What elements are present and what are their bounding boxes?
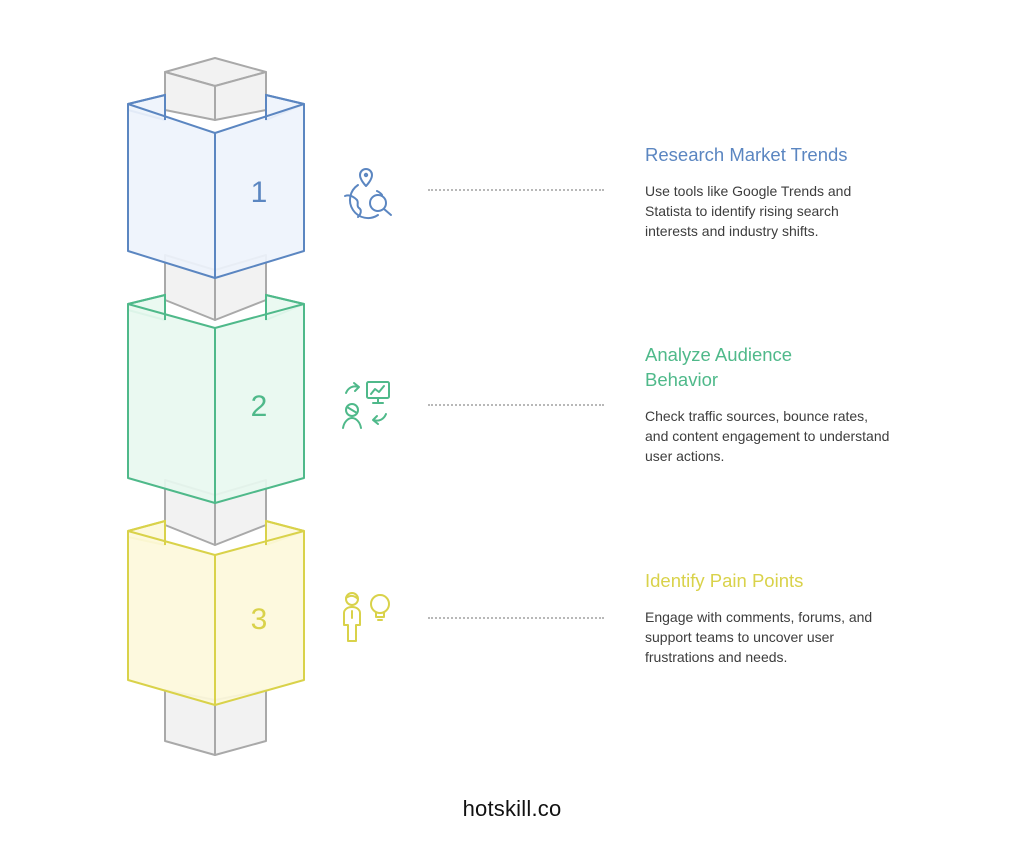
block-3-back-rim-right	[265, 519, 305, 545]
step-3: Identify Pain Points Engage with comment…	[645, 568, 915, 667]
block-2-left-face	[127, 303, 216, 504]
block-1-back-rim-right	[265, 93, 305, 120]
block-3-back-rim	[127, 519, 166, 545]
block-2-right-face	[214, 303, 305, 504]
person-lightbulb-icon	[343, 592, 390, 642]
block-3-number: 3	[251, 603, 268, 636]
block-1-number: 1	[251, 176, 268, 209]
block-2-back-rim	[127, 293, 166, 320]
step-1-title: Research Market Trends	[645, 144, 848, 165]
connector-3	[428, 617, 604, 619]
step-2-title: Analyze Audience Behavior	[645, 344, 793, 390]
user-analytics-icon	[342, 381, 390, 429]
step-1-description: Use tools like Google Trends and Statist…	[645, 183, 852, 239]
block-1: 1	[127, 93, 305, 279]
block-1-left-face	[127, 103, 216, 279]
globe-location-search-icon	[344, 168, 392, 220]
connector-1	[428, 189, 604, 191]
block-3-right-face	[214, 530, 305, 706]
step-3-title: Identify Pain Points	[645, 570, 804, 591]
step-2-description: Check traffic sources, bounce rates, and…	[645, 408, 890, 464]
block-3: 3	[127, 519, 305, 706]
step-3-description: Engage with comments, forums, and suppor…	[645, 609, 873, 665]
step-1: Research Market Trends Use tools like Go…	[645, 142, 915, 241]
footer-brand: hotskill.co	[462, 796, 562, 821]
block-2-back-rim-right	[265, 293, 305, 320]
block-1-back-rim	[127, 93, 166, 120]
step-2: Analyze Audience Behavior Check traffic …	[645, 342, 915, 466]
block-1-right-face	[214, 103, 305, 279]
connector-2	[428, 404, 604, 406]
block-2: 2	[127, 293, 305, 504]
block-2-number: 2	[251, 390, 268, 423]
block-3-left-face	[127, 530, 216, 706]
